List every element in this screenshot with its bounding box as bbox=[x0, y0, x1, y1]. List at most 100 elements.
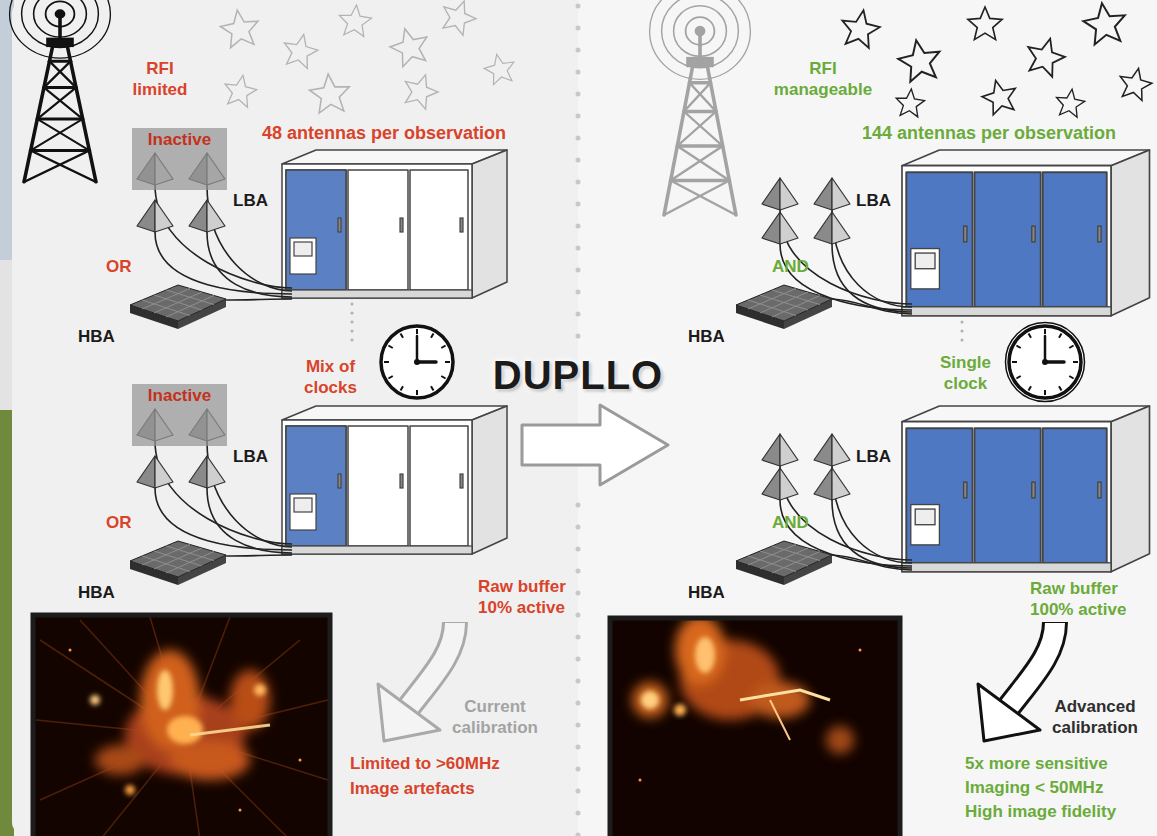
antenna-cable bbox=[207, 441, 292, 547]
calibration-arrow bbox=[978, 684, 1040, 741]
radio-image bbox=[770, 700, 790, 740]
logic-word: OR bbox=[106, 256, 132, 277]
station-cabinet bbox=[975, 428, 1041, 562]
antenna-cable bbox=[207, 232, 292, 297]
station-cabinet bbox=[282, 150, 1150, 572]
radio-image bbox=[859, 649, 862, 652]
sky-stars bbox=[308, 72, 351, 113]
sky-stars bbox=[895, 88, 926, 118]
lba-antenna bbox=[189, 200, 225, 232]
radio-image bbox=[95, 745, 145, 775]
sky-stars bbox=[838, 7, 882, 49]
station-cabinet bbox=[282, 218, 472, 298]
station-cabinet bbox=[902, 150, 1150, 316]
radio-image bbox=[612, 620, 898, 836]
radio-image bbox=[167, 716, 203, 744]
antenna-cable bbox=[155, 441, 292, 544]
radio-image bbox=[641, 637, 715, 716]
hba-tile bbox=[736, 285, 832, 329]
station-cabinet bbox=[902, 406, 1150, 572]
hba-tile bbox=[130, 541, 226, 585]
clock-link-dots bbox=[961, 322, 964, 346]
station-cabinet bbox=[902, 226, 1111, 316]
radio-image bbox=[632, 620, 854, 754]
lba-antenna bbox=[762, 468, 798, 500]
background bbox=[0, 410, 14, 836]
radio-image bbox=[36, 617, 328, 836]
radio-image bbox=[157, 670, 173, 710]
lba-antenna bbox=[762, 212, 798, 244]
radio-image bbox=[674, 704, 686, 716]
sky-stars bbox=[218, 0, 1154, 118]
radio-image bbox=[35, 617, 328, 836]
station-cabinet bbox=[282, 150, 507, 298]
radio-tower bbox=[10, 0, 111, 182]
calibration-note: Current calibration bbox=[445, 696, 545, 739]
antenna-label: LBA bbox=[233, 446, 268, 467]
antenna-cable bbox=[832, 244, 912, 312]
result-note: 5x more sensitive Imaging < 50MHz High i… bbox=[965, 752, 1135, 823]
antenna-cable bbox=[832, 466, 912, 563]
sky-stars bbox=[218, 8, 261, 49]
transition-arrow bbox=[522, 405, 668, 485]
station-cabinet bbox=[975, 172, 1041, 306]
station-cabinet bbox=[1043, 172, 1107, 306]
hba-tile bbox=[130, 285, 226, 329]
antenna-label: LBA bbox=[856, 190, 891, 211]
antenna-cable bbox=[832, 210, 912, 307]
sky-stars bbox=[482, 51, 518, 86]
sky-stars bbox=[968, 7, 1002, 40]
divider-dots bbox=[576, 6, 581, 340]
box-title: Inactive bbox=[148, 386, 211, 406]
station-cabinet bbox=[1043, 428, 1107, 562]
radio-image bbox=[90, 695, 100, 705]
lba-antenna bbox=[137, 153, 850, 500]
lba-antenna bbox=[814, 212, 850, 244]
lba-antenna bbox=[137, 456, 173, 488]
radio-image bbox=[750, 682, 810, 718]
radio-image bbox=[299, 759, 302, 762]
antenna-label: LBA bbox=[856, 446, 891, 467]
transition-arrow bbox=[522, 405, 668, 485]
radio-image bbox=[33, 615, 330, 836]
antenna-label: HBA bbox=[78, 326, 115, 347]
antenna-cable bbox=[155, 185, 292, 288]
clock-icon bbox=[381, 323, 1085, 402]
antenna-cable bbox=[832, 555, 912, 570]
radio-image bbox=[69, 649, 72, 652]
sky-stars bbox=[1081, 0, 1128, 45]
calibration-arrow bbox=[405, 623, 455, 712]
antenna-cable bbox=[832, 500, 912, 568]
sky-stars bbox=[399, 70, 442, 112]
radio-image bbox=[254, 684, 266, 696]
radio-image bbox=[33, 615, 900, 836]
sky-stars bbox=[386, 24, 432, 69]
antenna-cable bbox=[207, 185, 292, 291]
clock-icon bbox=[1009, 326, 1081, 398]
station-cabinet bbox=[902, 406, 1150, 572]
antenna-count: 144 antennas per observation bbox=[862, 122, 1116, 145]
sky-stars bbox=[218, 0, 517, 114]
calibration-arrow bbox=[405, 622, 455, 712]
antenna-label: HBA bbox=[78, 582, 115, 603]
radio-image bbox=[190, 725, 270, 735]
background bbox=[12, 0, 1157, 836]
lba-antenna bbox=[814, 468, 850, 500]
sky-stars bbox=[1116, 65, 1154, 102]
lba-antenna bbox=[137, 200, 173, 232]
rfi-note: RFI manageable bbox=[768, 58, 878, 101]
clock-note: Single clock bbox=[928, 352, 1003, 395]
radio-image bbox=[632, 682, 668, 718]
radio-image bbox=[675, 620, 725, 685]
radio-image bbox=[125, 785, 135, 795]
antenna-cable bbox=[155, 185, 912, 570]
lba-antenna bbox=[762, 178, 798, 210]
clock-icon bbox=[381, 326, 453, 398]
box-title: Inactive bbox=[148, 130, 211, 150]
inactive-box: Inactive bbox=[132, 384, 227, 446]
clock-note: Mix of clocks bbox=[293, 356, 368, 399]
divider-dots bbox=[576, 505, 581, 836]
radio-image bbox=[95, 650, 270, 780]
sky-stars bbox=[979, 76, 1020, 116]
